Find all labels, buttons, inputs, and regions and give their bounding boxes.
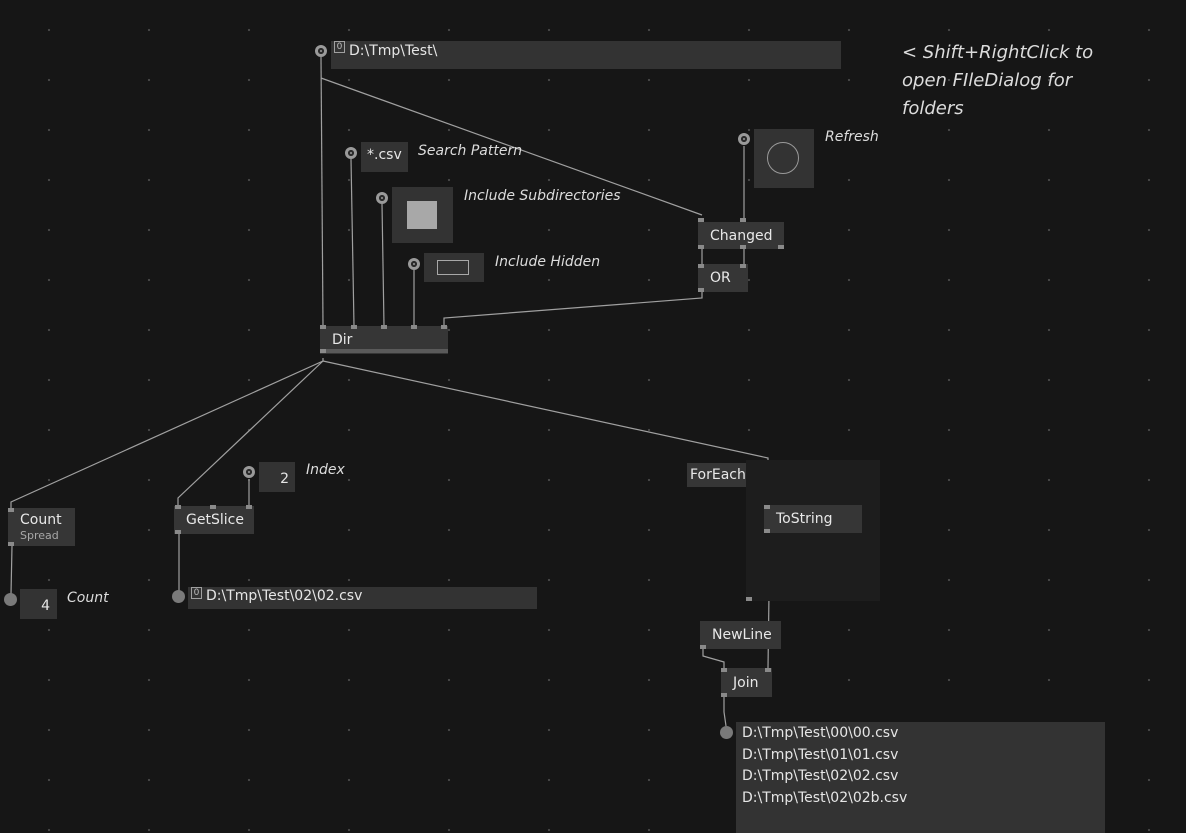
- subdirectories-checked-square: [407, 201, 437, 229]
- hidden-unchecked-frame: [437, 260, 469, 275]
- join-output-line: D:\Tmp\Test\02\02b.csv: [742, 789, 908, 806]
- count-comment: Count: [67, 590, 109, 606]
- path-input-pin[interactable]: [315, 45, 327, 57]
- foreach-region-pin[interactable]: [746, 597, 752, 601]
- getslice-label: GetSlice: [186, 512, 244, 528]
- tostring-label: ToString: [776, 511, 833, 527]
- or-out[interactable]: [698, 288, 704, 292]
- slice-output-box[interactable]: [188, 587, 537, 609]
- index-value: 2: [280, 471, 289, 487]
- join-output-pin[interactable]: [720, 726, 733, 739]
- index-comment: Index: [306, 462, 345, 478]
- dir-output-bar: [320, 349, 448, 353]
- refresh-button[interactable]: [754, 129, 814, 188]
- dir-in-subdirs[interactable]: [381, 325, 387, 329]
- search-pattern-box[interactable]: *.csv: [361, 142, 408, 172]
- count-output-value: 4: [41, 598, 50, 614]
- refresh-comment: Refresh: [825, 129, 879, 145]
- newline-out[interactable]: [700, 645, 706, 649]
- or-label: OR: [710, 270, 731, 286]
- search-pattern-pin[interactable]: [345, 147, 357, 159]
- join-output-line: D:\Tmp\Test\02\02.csv: [742, 768, 899, 784]
- index-box[interactable]: 2: [259, 462, 295, 492]
- changed-node[interactable]: Changed: [698, 222, 784, 249]
- count-node[interactable]: Count Spread: [8, 508, 75, 546]
- count-out[interactable]: [8, 542, 14, 546]
- join-in-2[interactable]: [765, 668, 771, 672]
- tostring-out[interactable]: [764, 529, 770, 533]
- getslice-in-1[interactable]: [175, 505, 181, 509]
- changed-out-2[interactable]: [740, 245, 746, 249]
- getslice-node[interactable]: GetSlice: [174, 506, 254, 534]
- getslice-in-3[interactable]: [246, 505, 252, 509]
- count-output-box[interactable]: 4: [20, 589, 57, 619]
- or-node[interactable]: OR: [698, 264, 748, 292]
- dir-in-refresh[interactable]: [441, 325, 447, 329]
- join-node[interactable]: Join: [721, 668, 772, 697]
- join-label: Join: [733, 674, 759, 691]
- changed-in-1[interactable]: [698, 218, 704, 222]
- slice-output-pin[interactable]: [172, 590, 185, 603]
- or-in-1[interactable]: [698, 264, 704, 268]
- count-in[interactable]: [8, 508, 14, 512]
- changed-out-3[interactable]: [778, 245, 784, 249]
- path-input-value: D:\Tmp\Test\: [349, 43, 438, 59]
- path-slice-index: 0: [334, 41, 345, 53]
- dir-in-hidden[interactable]: [411, 325, 417, 329]
- or-in-2[interactable]: [740, 264, 746, 268]
- dir-out[interactable]: [320, 349, 326, 353]
- count-sublabel: Spread: [20, 529, 59, 542]
- hint-comment-line2: open FIleDialog for: [902, 70, 1073, 91]
- dir-in-pattern[interactable]: [351, 325, 357, 329]
- refresh-circle-icon: [767, 142, 799, 174]
- join-in-1[interactable]: [721, 668, 727, 672]
- join-output-line: D:\Tmp\Test\00\00.csv: [742, 725, 899, 741]
- subdirectories-toggle[interactable]: [392, 187, 453, 243]
- hint-comment-line3: folders: [902, 98, 964, 119]
- foreach-label-box[interactable]: ForEach: [687, 463, 746, 487]
- join-out[interactable]: [721, 693, 727, 697]
- changed-in-2[interactable]: [740, 218, 746, 222]
- hint-comment-line1: < Shift+RightClick to: [902, 42, 1094, 63]
- hidden-comment: Include Hidden: [495, 254, 601, 270]
- slice-output-index: 0: [191, 587, 202, 599]
- dir-in-path[interactable]: [320, 325, 326, 329]
- getslice-in-2[interactable]: [210, 505, 216, 509]
- count-output-pin[interactable]: [4, 593, 17, 606]
- foreach-label: ForEach: [690, 467, 746, 483]
- changed-out-1[interactable]: [698, 245, 704, 249]
- getslice-out[interactable]: [175, 530, 181, 534]
- refresh-pin[interactable]: [738, 133, 750, 145]
- subdirectories-pin[interactable]: [376, 192, 388, 204]
- slice-output-value: D:\Tmp\Test\02\02.csv: [206, 588, 363, 604]
- search-pattern-value: *.csv: [367, 147, 402, 163]
- path-input-box[interactable]: [331, 41, 841, 69]
- changed-label: Changed: [710, 227, 773, 244]
- newline-label: NewLine: [712, 627, 772, 643]
- join-output-line: D:\Tmp\Test\01\01.csv: [742, 746, 899, 763]
- tostring-in[interactable]: [764, 505, 770, 509]
- dir-label: Dir: [332, 332, 353, 348]
- tostring-node[interactable]: ToString: [764, 505, 862, 533]
- search-pattern-comment: Search Pattern: [418, 143, 523, 159]
- join-output-box[interactable]: D:\Tmp\Test\00\00.csv D:\Tmp\Test\01\01.…: [736, 722, 1105, 833]
- index-pin[interactable]: [243, 466, 255, 478]
- subdirectories-comment: Include Subdirectories: [464, 188, 621, 204]
- hidden-toggle[interactable]: [424, 253, 484, 282]
- newline-node[interactable]: NewLine: [700, 621, 781, 649]
- count-label: Count: [20, 512, 62, 528]
- hidden-pin[interactable]: [408, 258, 420, 270]
